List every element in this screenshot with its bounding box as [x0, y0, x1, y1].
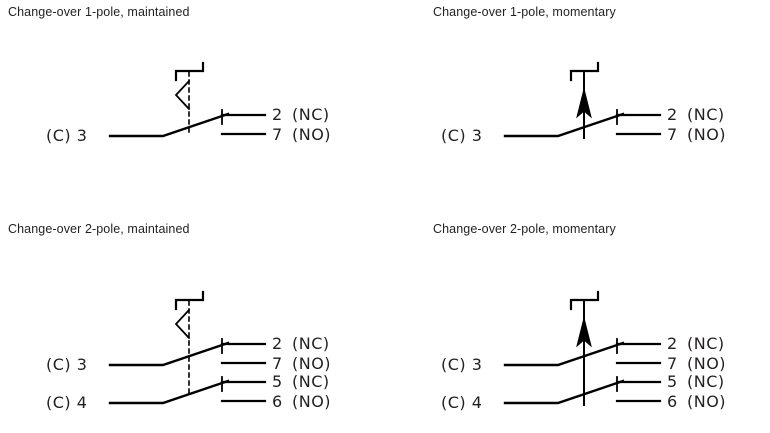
terminal-label-output: 6 [667, 392, 678, 411]
detent-zigzag [174, 79, 191, 111]
terminal-type-output: (NO) [292, 354, 332, 373]
panel-title: Change-over 2-pole, momentary [433, 222, 616, 236]
detent-zigzag [174, 308, 191, 340]
terminal-label-output: 5 [272, 372, 283, 391]
schematic-diagram [385, 217, 770, 433]
terminal-type-output: (NO) [292, 125, 332, 144]
terminal-type-output: (NO) [292, 392, 332, 411]
schematic-diagram [385, 0, 770, 216]
spring-return-arrow [576, 88, 592, 119]
terminal-type-output: (NC) [292, 372, 330, 391]
terminal-label-output: 7 [272, 354, 283, 373]
terminal-type-output: (NC) [687, 334, 725, 353]
panel-title: Change-over 1-pole, momentary [433, 5, 616, 19]
terminal-type-output: (NO) [687, 125, 727, 144]
terminal-label-output: 7 [667, 125, 678, 144]
terminal-label-output: 2 [667, 334, 678, 353]
schematic-diagram [0, 0, 385, 216]
terminal-type-output: (NC) [292, 105, 330, 124]
spring-return-arrow [576, 317, 592, 348]
terminal-label-output: 7 [272, 125, 283, 144]
terminal-type-output: (NC) [687, 372, 725, 391]
terminal-label-output: 2 [272, 334, 283, 353]
terminal-type-output: (NC) [687, 105, 725, 124]
terminal-type-output: (NC) [292, 334, 330, 353]
schematic-diagram [0, 217, 385, 433]
terminal-label-common: (C) 4 [441, 393, 483, 412]
panel-change-over-1-pole-maintained: Change-over 1-pole, maintained [0, 0, 385, 216]
panel-change-over-2-pole-maintained: Change-over 2-pole, maintained [0, 217, 385, 433]
panel-change-over-1-pole-momentary: Change-over 1-pole, momentary [385, 0, 770, 216]
terminal-label-common: (C) 3 [46, 126, 88, 145]
terminal-type-output: (NO) [687, 354, 727, 373]
terminal-label-output: 7 [667, 354, 678, 373]
terminal-label-common: (C) 3 [441, 126, 483, 145]
panel-change-over-2-pole-momentary: Change-over 2-pole, momentary [385, 217, 770, 433]
actuator-bracket [174, 290, 205, 311]
actuator-bracket [174, 61, 205, 82]
terminal-type-output: (NO) [687, 392, 727, 411]
terminal-label-output: 6 [272, 392, 283, 411]
terminal-label-common: (C) 3 [441, 355, 483, 374]
terminal-label-output: 5 [667, 372, 678, 391]
terminal-label-common: (C) 3 [46, 355, 88, 374]
terminal-label-output: 2 [667, 105, 678, 124]
panel-title: Change-over 2-pole, maintained [8, 222, 190, 236]
panel-title: Change-over 1-pole, maintained [8, 5, 190, 19]
terminal-label-common: (C) 4 [46, 393, 88, 412]
terminal-label-output: 2 [272, 105, 283, 124]
